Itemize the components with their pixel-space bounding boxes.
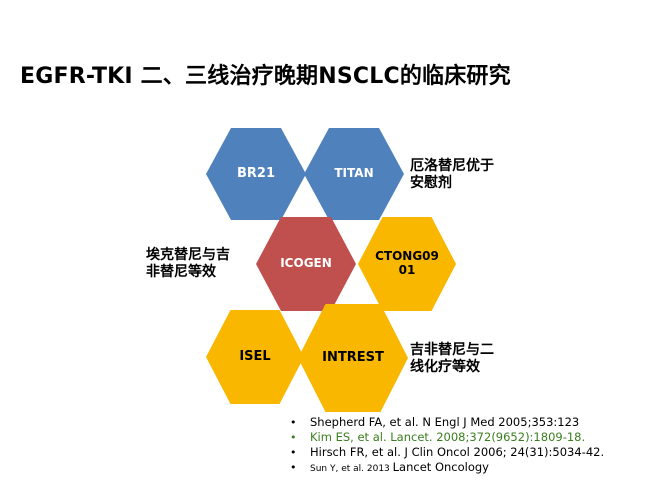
hexagon-label: ISEL <box>239 348 271 364</box>
titan-note: 厄洛替尼优于 安慰剂 <box>410 158 494 191</box>
reference-journal: Lancet Oncology <box>392 460 489 474</box>
hexagon-intrest: INTREST <box>298 304 408 412</box>
slide-title: EGFR-TKI 二、三线治疗晚期NSCLC的临床研究 <box>20 64 511 89</box>
reference-item: Kim ES, et al. Lancet. 2008;372(9652):18… <box>288 430 604 445</box>
hexagon-label: BR21 <box>236 165 275 181</box>
icogen-note: 埃克替尼与吉 非替尼等效 <box>146 247 230 280</box>
hexagon-label: CTONG09 01 <box>375 249 439 277</box>
hexagon-icogen: ICOGEN <box>256 217 356 311</box>
intrest-note: 吉非替尼与二 线化疗等效 <box>410 342 494 375</box>
hexagon-isel: ISEL <box>206 310 304 404</box>
hexagon-label: INTREST <box>322 349 384 365</box>
hexagon-label: TITAN <box>334 166 374 181</box>
reference-list: Shepherd FA, et al. N Engl J Med 2005;35… <box>288 415 604 477</box>
hexagon-br21: BR21 <box>206 128 306 220</box>
hexagon-label: ICOGEN <box>280 256 332 271</box>
hexagon-ctong0901: CTONG09 01 <box>358 217 456 311</box>
reference-author: Sun Y, et al. 2013 <box>310 464 393 474</box>
reference-item: Hirsch FR, et al. J Clin Oncol 2006; 24(… <box>288 445 604 460</box>
reference-item: Sun Y, et al. 2013 Lancet Oncology <box>288 460 604 477</box>
reference-item: Shepherd FA, et al. N Engl J Med 2005;35… <box>288 415 604 430</box>
hexagon-titan: TITAN <box>304 128 404 220</box>
